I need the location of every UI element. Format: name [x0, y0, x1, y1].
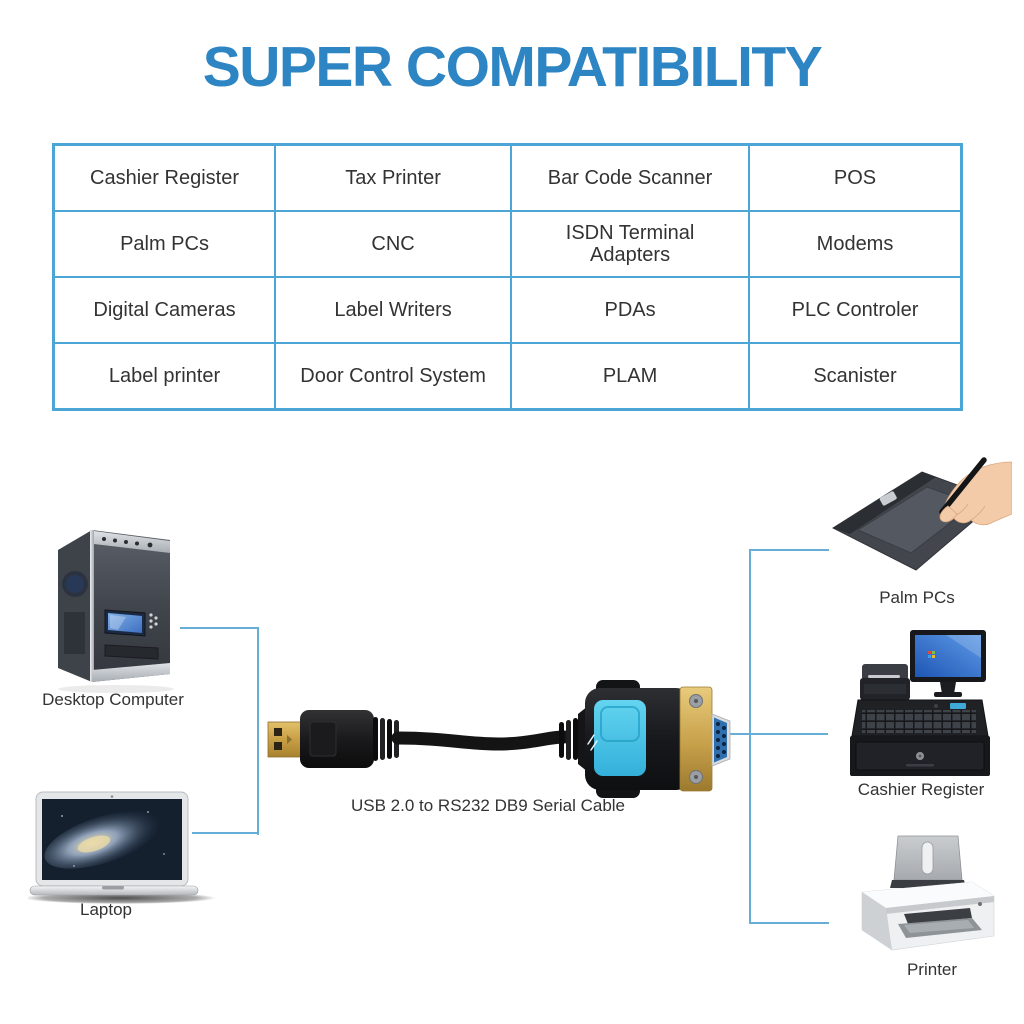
- table-cell: Door Control System: [274, 342, 513, 411]
- cashier-register-image: [850, 630, 990, 776]
- table-row: Digital Cameras Label Writers PDAs PLC C…: [52, 276, 963, 344]
- table-cell: Digital Cameras: [52, 276, 277, 344]
- printer-connector-line: [749, 922, 829, 924]
- left-vertical-connector-line: [257, 627, 259, 835]
- desktop-computer-label: Desktop Computer: [42, 690, 184, 709]
- laptop-connector-line: [192, 832, 258, 834]
- table-cell: Scanister: [748, 342, 963, 411]
- printer-label: Printer: [906, 960, 958, 979]
- cashier-connector-line: [730, 733, 828, 735]
- laptop-image: [28, 791, 216, 904]
- table-cell: POS: [748, 143, 963, 212]
- cable-label: USB 2.0 to RS232 DB9 Serial Cable: [350, 796, 626, 815]
- page-title: SUPER COMPATIBILITY: [202, 35, 823, 99]
- palm-connector-line: [749, 549, 829, 551]
- table-row: Cashier Register Tax Printer Bar Code Sc…: [52, 143, 963, 212]
- usb-rs232-cable-image: [267, 680, 731, 798]
- palm-pcs-label: Palm PCs: [879, 588, 955, 607]
- cashier-register-label: Cashier Register: [857, 780, 985, 799]
- table-cell: Tax Printer: [274, 143, 513, 212]
- laptop-label: Laptop: [80, 900, 132, 919]
- table-cell: Label Writers: [274, 276, 513, 344]
- table-cell: PLAM: [510, 342, 751, 411]
- table-cell: PLC Controler: [748, 276, 963, 344]
- table-row: Palm PCs CNC ISDN Terminal Adapters Mode…: [52, 210, 963, 278]
- table-cell: Bar Code Scanner: [510, 143, 751, 212]
- table-cell: Label printer: [52, 342, 277, 411]
- desktop-connector-line: [180, 627, 258, 629]
- table-cell: Cashier Register: [52, 143, 277, 212]
- palm-pc-image: [831, 457, 1012, 571]
- table-cell: ISDN Terminal Adapters: [510, 210, 751, 278]
- table-cell: Modems: [748, 210, 963, 278]
- compatibility-table: Cashier Register Tax Printer Bar Code Sc…: [52, 143, 963, 411]
- right-vertical-connector-line: [749, 549, 751, 924]
- table-cell: PDAs: [510, 276, 751, 344]
- table-row: Label printer Door Control System PLAM S…: [52, 342, 963, 411]
- printer-image: [861, 835, 995, 951]
- table-cell: CNC: [274, 210, 513, 278]
- desktop-computer-image: [58, 530, 174, 693]
- table-cell: Palm PCs: [52, 210, 277, 278]
